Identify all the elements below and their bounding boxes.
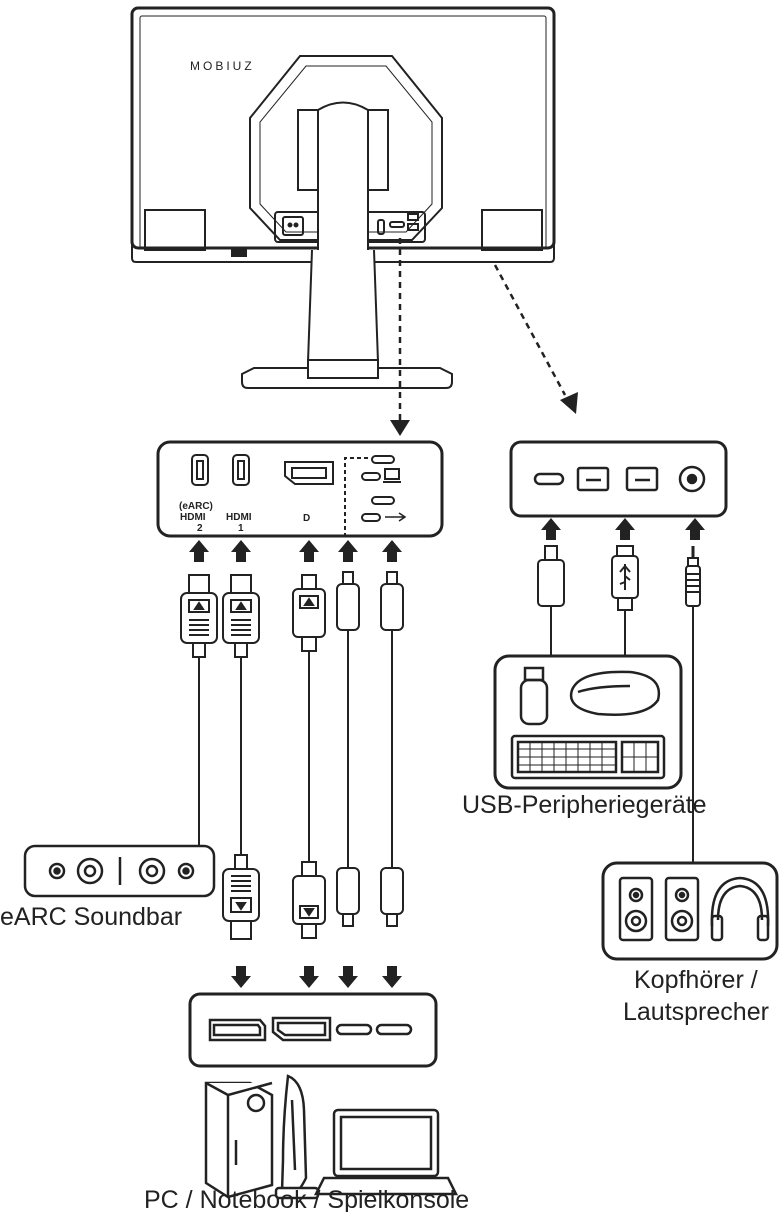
dashed-arrowhead-usb (560, 392, 578, 414)
audio-devices-box (601, 861, 779, 961)
soundbar-icon (23, 844, 216, 898)
monitor-back-icon: MOBIUZ (130, 6, 556, 389)
speaker-icon (618, 876, 654, 942)
speaker-icon (664, 876, 700, 942)
usb-audio-port-panel (509, 440, 728, 518)
brand-logo: MOBIUZ (190, 59, 255, 73)
usb-a-connector-icon (611, 545, 639, 611)
laptop-icon (313, 1108, 459, 1196)
audio-jack-connector-icon (685, 546, 701, 607)
headphones-label-line1: Kopfhörer / (634, 966, 758, 994)
displayport-connector-icon (292, 574, 326, 652)
cable-group (180, 540, 404, 988)
arrow-down-dp (299, 966, 319, 988)
arrow-up-usbc-right (541, 518, 561, 540)
usb-c-connector-icon (537, 545, 565, 607)
arrow-up-usbc1 (338, 540, 358, 562)
hdmi2-logo: HDMI (180, 512, 206, 523)
hdmi1-logo: HDMI (226, 512, 252, 523)
arrow-up-usba (615, 518, 635, 540)
arrow-up-hdmi1 (231, 540, 251, 562)
dashed-arrowhead-inputs (390, 420, 410, 436)
hdmi-connector-icon (222, 854, 260, 940)
keyboard-icon (510, 734, 666, 780)
headphones-label-line2: Lautsprecher (623, 998, 769, 1026)
usb-c-connector-icon (336, 867, 360, 927)
usb-c-connector-icon (336, 571, 360, 631)
usb-stick-icon (519, 666, 549, 726)
arrow-up-usbc2 (382, 540, 402, 562)
usb-c-connector-icon (380, 571, 404, 631)
headphones-icon (710, 876, 770, 942)
game-console-icon (204, 1081, 274, 1199)
earc-soundbar-label: eARC Soundbar (0, 903, 182, 931)
arrow-up-dp (299, 540, 319, 562)
source-port-panel (188, 992, 438, 1068)
hdmi2-earc-label: (eARC) (179, 501, 213, 512)
game-console-icon (274, 1074, 320, 1200)
hdmi2-number: 2 (197, 523, 203, 534)
usb-peripherals-label: USB-Peripheriegeräte (462, 791, 707, 819)
arrow-up-hdmi2 (189, 540, 209, 562)
hdmi-connector-icon (222, 574, 260, 658)
arrow-down-hdmi (231, 966, 251, 988)
usb-c-connector-icon (380, 867, 404, 927)
displayport-connector-icon (292, 861, 326, 939)
dp-logo: D (303, 513, 310, 524)
hdmi1-number: 1 (238, 523, 244, 534)
mouse-icon (569, 670, 661, 716)
dashed-arrow-to-usb (493, 264, 567, 396)
sources-label: PC / Notebook / Spielkonsole (144, 1186, 469, 1212)
input-port-panel (156, 440, 444, 538)
arrow-up-audio (685, 518, 705, 540)
usb-peripherals-box (493, 654, 683, 790)
arrow-down-usbc1 (338, 966, 358, 988)
arrow-down-usbc2 (382, 966, 402, 988)
hdmi-connector-icon (180, 574, 218, 658)
right-arrow-group (541, 518, 705, 540)
